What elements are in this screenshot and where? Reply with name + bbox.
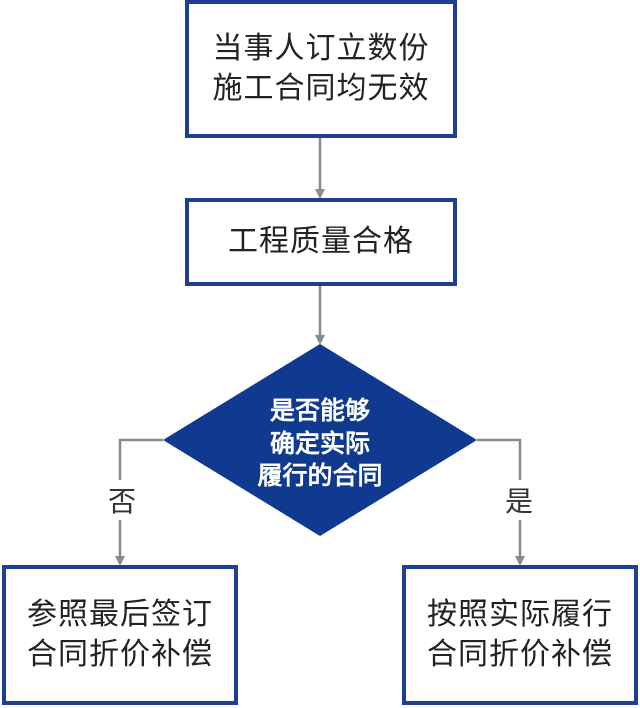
no-result-node-text: 参照最后签订 合同折价补偿	[27, 596, 213, 673]
yes-result-node: 按照实际履行 合同折价补偿	[402, 565, 638, 705]
quality-node: 工程质量合格	[185, 198, 457, 286]
quality-node-text: 工程质量合格	[228, 223, 414, 259]
no-result-node: 参照最后签订 合同折价补偿	[2, 565, 238, 705]
branch-no-label: 否	[106, 480, 139, 520]
branch-yes-label: 是	[503, 480, 536, 520]
start-node: 当事人订立数份 施工合同均无效	[185, 0, 457, 138]
decision-diamond	[163, 344, 477, 536]
start-node-text: 当事人订立数份 施工合同均无效	[212, 30, 430, 107]
yes-result-node-text: 按照实际履行 合同折价补偿	[427, 596, 613, 673]
arrow-decision-to-yes	[477, 438, 525, 566]
decision-node-text: 是否能够 确定实际 履行的合同	[257, 396, 383, 491]
arrow-decision-to-no	[115, 438, 163, 566]
